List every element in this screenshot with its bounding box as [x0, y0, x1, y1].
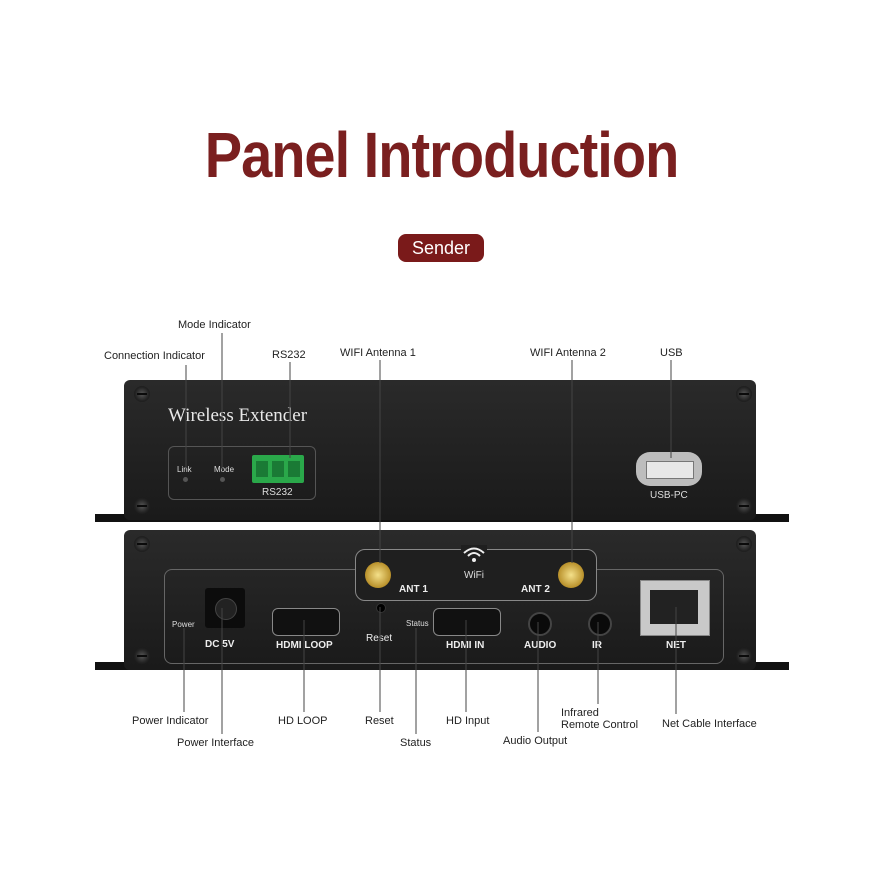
callout-infrared: Infrared: [561, 707, 599, 719]
callout-connection-indicator: Connection Indicator: [104, 350, 205, 362]
hdmi-in-port[interactable]: [433, 608, 501, 636]
callout-status: Status: [400, 737, 432, 749]
reset-button[interactable]: [376, 603, 386, 613]
power-label: Power: [172, 620, 195, 629]
screw-icon: [736, 386, 752, 402]
rs232-terminal[interactable]: [252, 455, 304, 483]
front-panel: [124, 380, 756, 520]
callout-wifi-antenna-1: WIFI Antenna 1: [340, 347, 416, 359]
sender-badge: Sender: [398, 234, 484, 262]
net-port[interactable]: [640, 580, 710, 636]
audio-jack[interactable]: [528, 612, 552, 636]
usb-port[interactable]: [636, 452, 702, 486]
callout-hd-input: HD Input: [446, 715, 490, 727]
ir-jack[interactable]: [588, 612, 612, 636]
screw-icon: [736, 498, 752, 514]
wifi-icon: [461, 545, 487, 565]
usb-port-label: USB-PC: [650, 490, 688, 501]
screw-icon: [736, 648, 752, 664]
callout-hd-loop: HD LOOP: [278, 715, 328, 727]
callout-remote-control: Remote Control: [561, 719, 639, 731]
wifi-label: WiFi: [464, 570, 484, 581]
mode-label: Mode: [214, 465, 235, 474]
rs232-port-label: RS232: [262, 487, 293, 498]
ant2-connector[interactable]: [558, 562, 584, 588]
dc-label: DC 5V: [205, 639, 235, 650]
callout-reset: Reset: [365, 715, 394, 727]
ant1-connector[interactable]: [365, 562, 391, 588]
screw-icon: [134, 536, 150, 552]
callout-usb: USB: [660, 347, 683, 359]
brand-label: Wireless Extender: [168, 405, 308, 426]
hdmi-loop-port[interactable]: [272, 608, 340, 636]
reset-label: Reset: [366, 633, 393, 644]
mode-led: [220, 477, 225, 482]
ir-label: IR: [592, 640, 602, 651]
screw-icon: [134, 648, 150, 664]
link-label: Link: [177, 465, 192, 474]
callout-wifi-antenna-2: WIFI Antenna 2: [530, 347, 606, 359]
ant1-label: ANT 1: [399, 584, 428, 595]
hdmi-in-label: HDMI IN: [446, 640, 485, 651]
link-led: [183, 477, 188, 482]
callout-power-indicator: Power Indicator: [132, 715, 209, 727]
status-label: Status: [406, 619, 429, 628]
callout-net-cable: Net Cable Interface: [662, 718, 757, 730]
front-indicator-frame: [168, 446, 316, 500]
callout-rs232: RS232: [272, 349, 306, 361]
screw-icon: [134, 386, 150, 402]
dc-jack[interactable]: [205, 588, 245, 628]
ant2-label: ANT 2: [521, 584, 550, 595]
callout-power-interface: Power Interface: [177, 737, 255, 749]
audio-label: AUDIO: [524, 640, 557, 651]
screw-icon: [736, 536, 752, 552]
callout-mode-indicator: Mode Indicator: [178, 319, 251, 331]
page-title: Panel Introduction: [204, 118, 680, 191]
callout-audio-output: Audio Output: [503, 735, 568, 747]
screw-icon: [134, 498, 150, 514]
